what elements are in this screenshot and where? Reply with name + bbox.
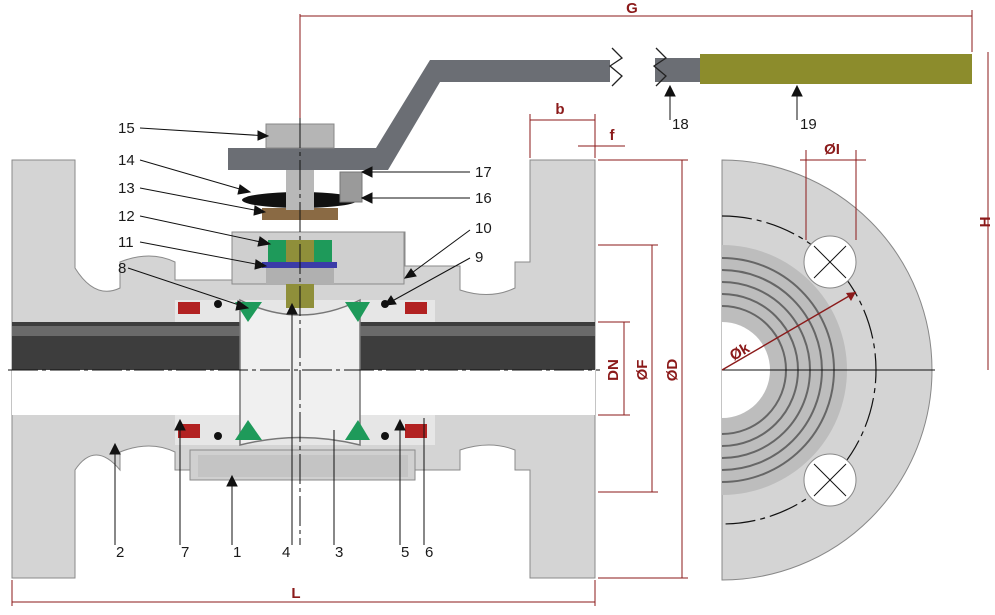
flange-face-view: [721, 159, 935, 581]
part-8: 8: [118, 260, 126, 277]
part-5: 5: [401, 544, 409, 561]
arrow-8: [235, 300, 250, 311]
dim-b: b: [555, 101, 564, 118]
arrow-5: [394, 418, 406, 431]
handle-bar-right: [655, 58, 700, 82]
seal-6-top: [405, 302, 427, 314]
phi-k-arrow: [846, 292, 856, 301]
arrow-4: [286, 302, 298, 315]
handle-grip: [700, 54, 972, 84]
leader-12: [139, 215, 271, 245]
leader-8: [127, 267, 249, 309]
handle-bar: [228, 60, 610, 170]
arrow-12: [257, 236, 272, 247]
seat-left-bottom: [235, 420, 262, 440]
seats: [214, 300, 389, 440]
handle: [228, 47, 972, 170]
break-mark-left: [608, 47, 624, 87]
dim-phi-F: ØF: [634, 360, 651, 381]
part-10: 10: [475, 220, 492, 237]
part-18: 18: [672, 116, 689, 133]
leader-14: [139, 159, 251, 193]
phi-k-leader: [721, 291, 857, 371]
part-16: 16: [475, 190, 492, 207]
oring-right-bottom: [381, 432, 389, 440]
oring-left-bottom: [214, 432, 222, 440]
break-mark-right: [652, 47, 668, 87]
dimension-lines: [11, 10, 989, 606]
arrow-14: [237, 184, 252, 195]
dim-DN: DN: [605, 359, 622, 381]
part-13: 13: [118, 180, 135, 197]
leader-10: [404, 229, 471, 279]
arrow-9: [384, 295, 397, 306]
arrow-1: [226, 474, 238, 487]
part-12: 12: [118, 208, 135, 225]
bottom-cover-inner: [198, 455, 408, 477]
arrow-15: [257, 130, 270, 141]
part-callouts: [109, 84, 803, 545]
dim-phi-I: ØI: [824, 141, 840, 158]
seat-right-top: [345, 302, 370, 322]
leader-13: [139, 187, 266, 213]
arrow-13: [253, 205, 267, 216]
part-17: 17: [475, 164, 492, 181]
dim-phi-D: ØD: [664, 359, 681, 382]
leader-15: [139, 127, 269, 137]
part-2: 2: [116, 544, 124, 561]
part-6: 6: [425, 544, 433, 561]
centerlines: [8, 14, 600, 545]
part-number-labels: 15 14 13 12 11 8 17 16 10 9 18 19 2 7 1 …: [116, 116, 817, 561]
part-1: 1: [233, 544, 241, 561]
dim-L: L: [291, 585, 300, 602]
arrow-18: [664, 84, 676, 97]
part-3: 3: [335, 544, 343, 561]
oring-left-top: [214, 300, 222, 308]
arrow-17: [360, 166, 373, 178]
part-15: 15: [118, 120, 135, 137]
bolt-hole-top-cross-2: [813, 245, 847, 279]
leader-11: [139, 241, 267, 267]
seal-6-bottom: [405, 424, 427, 438]
arrow-19: [791, 84, 803, 97]
dimension-labels: G L b f ØI Øk H DN ØF ØD: [291, 0, 994, 602]
seat-right-bottom: [345, 420, 370, 440]
part-14: 14: [118, 152, 135, 169]
part-11: 11: [118, 234, 134, 251]
arrow-11: [254, 259, 268, 270]
bolt-hole-bottom-cross-2: [813, 463, 847, 497]
leader-9: [384, 257, 471, 306]
stop-plate: [339, 171, 363, 203]
part-4: 4: [282, 544, 290, 561]
arrow-16: [360, 192, 373, 204]
arrow-7: [174, 418, 186, 431]
gland-gray: [266, 268, 334, 284]
part-19: 19: [800, 116, 817, 133]
arrow-2: [109, 442, 121, 455]
dim-f: f: [610, 127, 616, 144]
dim-H: H: [977, 217, 994, 228]
dim-G: G: [626, 0, 638, 17]
part-7: 7: [181, 544, 189, 561]
valve-body: [11, 159, 596, 579]
arrow-10: [403, 268, 417, 279]
part-9: 9: [475, 249, 483, 266]
seal-7-top: [178, 302, 200, 314]
